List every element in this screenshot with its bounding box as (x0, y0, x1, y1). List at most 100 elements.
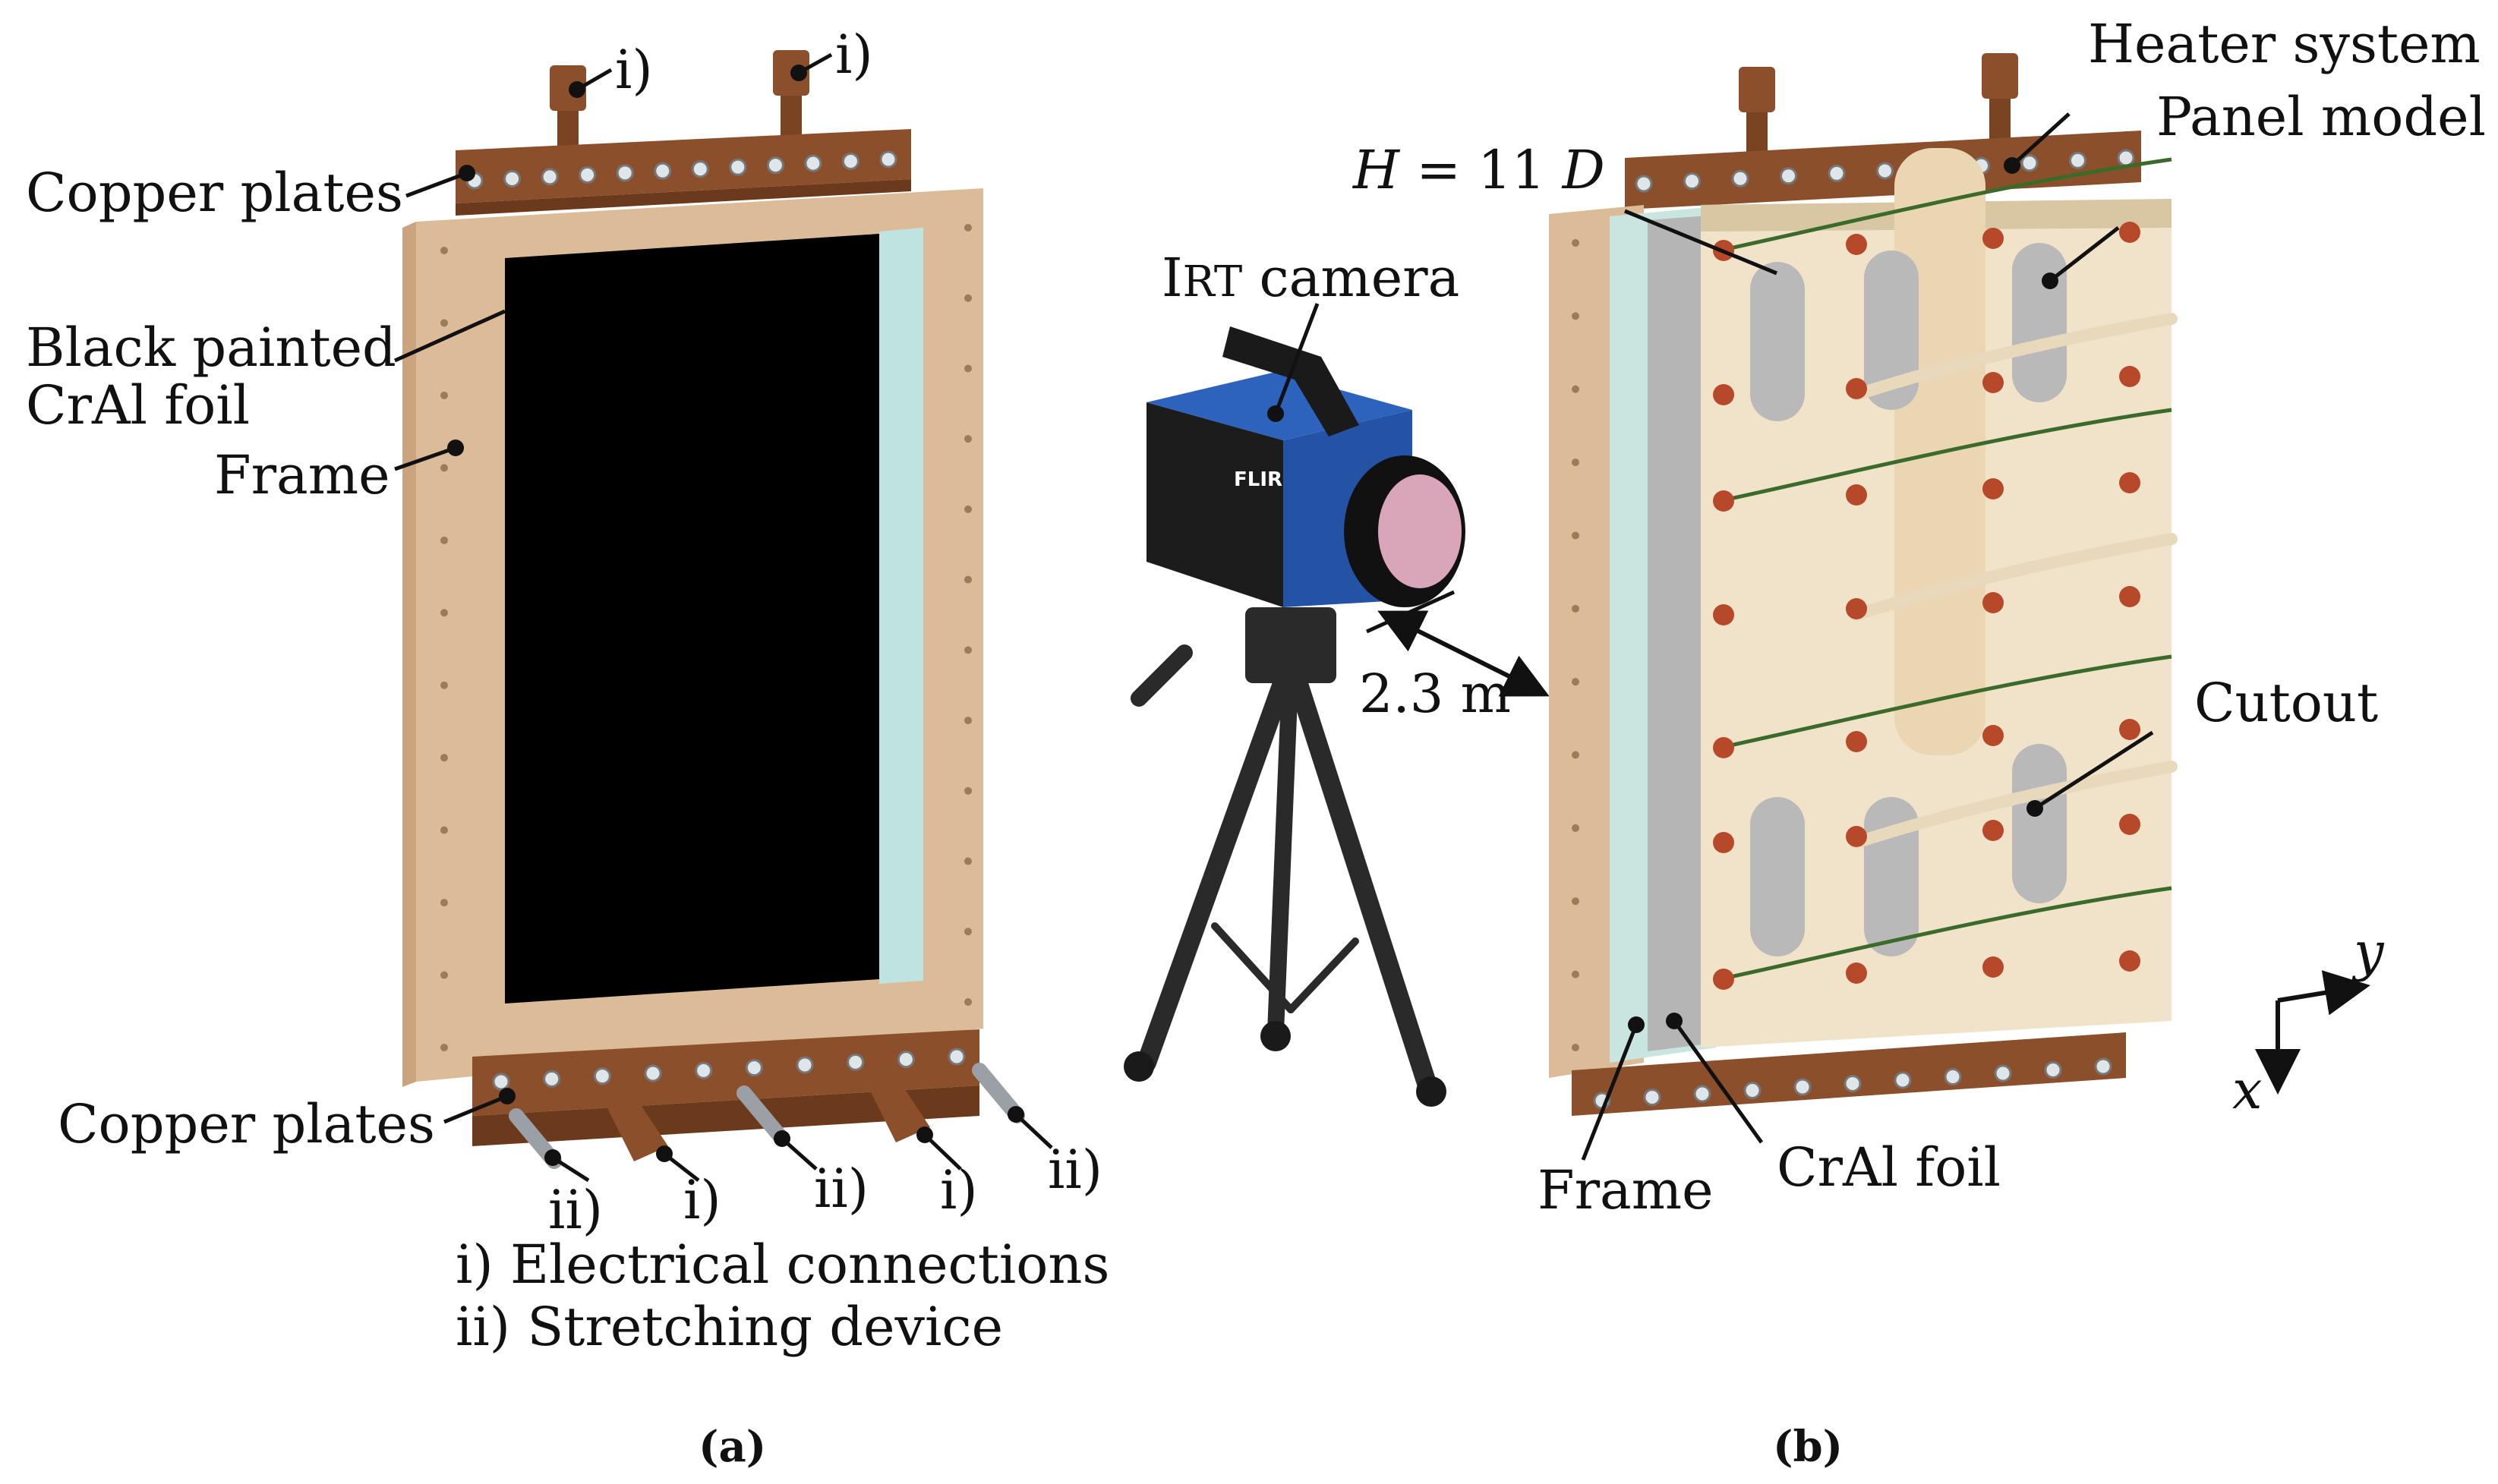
bolt (745, 1059, 763, 1077)
frame-label-a: Frame (214, 444, 390, 506)
sensor (1846, 484, 1867, 506)
bolt (2117, 149, 2135, 167)
crai-foil-label-a: CrAl foil (26, 374, 250, 436)
bolt (964, 294, 972, 302)
bolt (1572, 531, 1579, 540)
top-connector-label-1: i) (615, 39, 653, 101)
bolt (616, 164, 634, 182)
bolt (1693, 1085, 1711, 1103)
axis-y-label: y (2351, 921, 2385, 983)
sensor (1982, 956, 2004, 978)
bolt (1994, 1064, 2012, 1082)
bolt (440, 391, 448, 399)
heater-system-plate (1625, 131, 2141, 210)
bolt (440, 319, 448, 327)
leaders-b (1581, 112, 2154, 1161)
bolt (440, 826, 448, 834)
bottom-copper-plate (472, 1029, 979, 1146)
black-painted-label: Black painted (26, 317, 396, 379)
bottom-label-ii-1: ii) (548, 1179, 603, 1241)
bolt (440, 754, 448, 762)
bolt (804, 154, 822, 172)
wire (1719, 654, 2172, 750)
bolt (1572, 824, 1579, 832)
bolt (766, 156, 784, 175)
panel-model-label: Panel model (2156, 86, 2486, 148)
cutout-label: Cutout (2194, 672, 2378, 734)
bolt (1828, 164, 1846, 182)
bolt (654, 162, 672, 180)
wire (1719, 408, 2172, 503)
bolt (691, 160, 709, 178)
bolt (879, 150, 897, 169)
bolt (503, 169, 522, 187)
bolt (593, 1067, 611, 1085)
heater-connector-2 (1982, 53, 2018, 144)
height-label: H = 11 D (1352, 139, 1605, 201)
legend-electrical: i) Electrical connections (456, 1234, 1109, 1296)
bolt (440, 681, 448, 689)
axis-x-label: x (2232, 1059, 2262, 1121)
camera-brand: FLIR (1234, 468, 1282, 491)
top-electrical-connector-1 (550, 65, 586, 156)
camera-handle (1222, 326, 1359, 436)
sensors (1713, 222, 2140, 990)
sensor (1846, 826, 1867, 847)
bolt (1635, 175, 1653, 193)
leader-dots-b (1628, 157, 2058, 1033)
bolt (1572, 678, 1579, 686)
bolt (1876, 162, 1894, 180)
irt-camera-label: IRT camera (1162, 247, 1459, 309)
bolt (964, 998, 972, 1006)
bolt (1944, 1068, 1962, 1085)
distance-label: 2.3 m (1359, 663, 1511, 725)
subcaption-a: (a) (699, 1422, 766, 1472)
bolt (579, 165, 597, 184)
bolt (964, 928, 972, 936)
sensor (2119, 366, 2140, 387)
sensor (1713, 832, 1734, 853)
tube (1850, 533, 2178, 621)
bolt (440, 1044, 448, 1051)
bolt (440, 464, 448, 472)
bolt (1643, 1089, 1661, 1106)
subcaption-b: (b) (1773, 1422, 1843, 1472)
bolt (2094, 1057, 2112, 1076)
electrical-connector-bottom-1 (604, 1101, 668, 1161)
bottom-label-ii-3: ii) (1048, 1139, 1102, 1201)
bolt (440, 899, 448, 907)
bolt (796, 1056, 814, 1074)
sensor (1982, 228, 2004, 249)
tube (1850, 761, 2178, 849)
sensor (2119, 472, 2140, 493)
bolt (964, 857, 972, 865)
tripod (1131, 644, 1437, 1095)
bolt (2069, 151, 2086, 169)
wire (1719, 886, 2172, 981)
bottom-plate-b (1572, 1032, 2126, 1116)
bolt (1683, 172, 1701, 191)
camera-body-front (1146, 402, 1283, 607)
bolt (964, 224, 972, 232)
bolt (695, 1061, 713, 1079)
sensor (1846, 731, 1867, 752)
bolt (1572, 751, 1579, 759)
electrical-connector-bottom-2 (866, 1082, 930, 1142)
leader-dots-a (447, 65, 1024, 1166)
sensor (1713, 604, 1734, 625)
bottom-label-i-2: i) (940, 1159, 978, 1221)
bolt (2020, 154, 2039, 172)
bolt (1572, 1044, 1579, 1051)
bolt (964, 435, 972, 443)
sensor (1982, 592, 2004, 613)
bottom-label-ii-2: ii) (814, 1158, 869, 1220)
bolt (964, 786, 972, 795)
bolt (964, 717, 972, 725)
bolt (847, 1053, 865, 1071)
sensor (1846, 963, 1867, 984)
wire (1719, 157, 2172, 253)
sensor (1982, 478, 2004, 499)
distance-arrow (1377, 610, 1550, 697)
bolt (1572, 239, 1579, 247)
